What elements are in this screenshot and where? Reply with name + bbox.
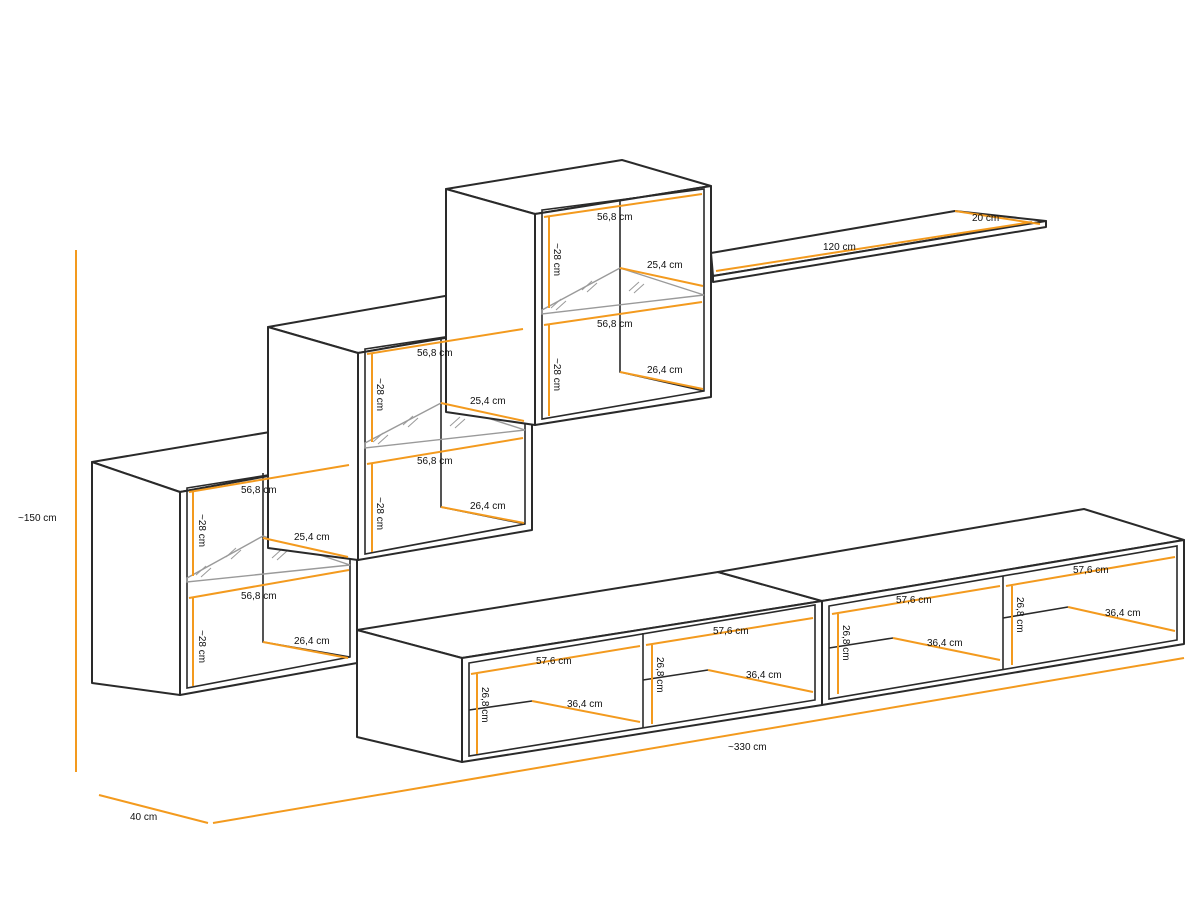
dim-line-depth [98, 794, 209, 824]
dim-line-cab1-mid-width [188, 569, 350, 599]
dim-line-cab1-glass-depth [262, 537, 349, 558]
dim-line-shelf-width [715, 221, 1033, 272]
label-depth: 40 cm [130, 812, 157, 823]
label-tv1-b-depth: 36,4 cm [746, 670, 782, 681]
tv-unit-left-opening [468, 604, 816, 757]
dim-line-cab1-bottom-depth [262, 641, 349, 659]
label-tv2-a-width: 57,6 cm [896, 595, 932, 606]
cabinet-left-side [91, 461, 181, 696]
label-width-total: ~330 cm [728, 742, 767, 753]
dim-line-cab3-top-width [543, 193, 703, 218]
tv-unit-right [717, 508, 1185, 706]
label-cab2-top-width: 56,8 cm [417, 348, 453, 359]
label-cab3-bottom-height: ~28 cm [551, 358, 562, 391]
dim-line-cab1-top-width [188, 464, 350, 493]
dim-line-cab2-glass-depth [440, 402, 525, 422]
cabinet-top-glass-shelf [541, 267, 705, 315]
dim-line-tv1-a-depth [531, 700, 641, 723]
label-cab2-glass-depth: 25,4 cm [470, 396, 506, 407]
label-cab3-top-width: 56,8 cm [597, 212, 633, 223]
label-cab3-top-height: ~28 cm [551, 243, 562, 276]
dim-line-width-total [212, 657, 1185, 824]
tv-unit-right-inner-a [828, 637, 894, 649]
dim-line-cab3-mid-width [543, 301, 703, 326]
label-cab2-mid-width: 56,8 cm [417, 456, 453, 467]
label-cab1-glass-depth: 25,4 cm [294, 532, 330, 543]
dim-line-tv1-b-width [645, 617, 814, 646]
label-height-total: ~150 cm [18, 513, 57, 524]
dim-line-cab2-mid-width [366, 437, 524, 465]
label-cab1-bottom-depth: 26,4 cm [294, 636, 330, 647]
dim-line-cab3-bottom-depth [619, 371, 704, 390]
dimension-labels: ~150 cm 40 cm ~330 cm 120 cm 20 cm 56,8 … [18, 212, 1141, 823]
label-shelf-depth: 20 cm [972, 213, 999, 224]
label-cab3-mid-width: 56,8 cm [597, 319, 633, 330]
label-cab3-glass-depth: 25,4 cm [647, 260, 683, 271]
dim-line-tv2-a-depth [892, 637, 1001, 661]
cabinet-left-glass-shelf [186, 535, 351, 583]
label-cab2-bottom-height: ~28 cm [374, 497, 385, 530]
label-tv1-b-height: 26,8 cm [654, 657, 665, 693]
dim-line-tv2-b-depth [1067, 606, 1176, 632]
tv-unit-left-inner-a [468, 700, 533, 711]
cabinet-middle-side [267, 326, 359, 561]
dim-line-cab2-top-width [366, 328, 524, 355]
label-tv1-a-depth: 36,4 cm [567, 699, 603, 710]
label-cab1-mid-width: 56,8 cm [241, 591, 277, 602]
dim-line-tv1-a-width [470, 645, 641, 675]
cabinet-top-glass-hatch [550, 280, 645, 311]
label-tv1-a-height: 26,8 cm [479, 687, 490, 723]
tv-unit-left-inner-b [642, 669, 709, 681]
dim-line-tv2-b-width [1005, 556, 1176, 587]
dim-line-shelf-depth [954, 210, 1041, 225]
tv-unit-right-opening [828, 545, 1178, 700]
label-cab1-top-height: ~28 cm [196, 514, 207, 547]
label-tv2-b-depth: 36,4 cm [1105, 608, 1141, 619]
wall-cabinet-top [445, 159, 712, 426]
label-cab3-bottom-depth: 26,4 cm [647, 365, 683, 376]
tv-unit-left [356, 571, 823, 763]
label-tv2-b-height: 26,8 cm [1014, 597, 1025, 633]
label-tv2-a-depth: 36,4 cm [927, 638, 963, 649]
label-tv1-a-width: 57,6 cm [536, 656, 572, 667]
dim-line-cab3-glass-depth [619, 267, 704, 287]
dim-line-tv1-b-depth [707, 669, 814, 693]
label-cab1-bottom-height: ~28 cm [196, 630, 207, 663]
cabinet-middle-glass-shelf [364, 402, 526, 449]
label-tv2-a-height: 26,8 cm [840, 625, 851, 661]
label-tv1-b-width: 57,6 cm [713, 626, 749, 637]
wall-shelf-edge [712, 220, 1047, 283]
label-shelf-width: 120 cm [823, 242, 856, 253]
dimension-lines [75, 193, 1185, 824]
label-tv2-b-width: 57,6 cm [1073, 565, 1109, 576]
label-cab1-top-width: 56,8 cm [241, 485, 277, 496]
cabinet-top-side [445, 188, 536, 426]
label-cab2-top-height: ~28 cm [374, 378, 385, 411]
dim-line-tv2-a-width [831, 585, 1001, 615]
cabinet-middle-glass-hatch [372, 415, 466, 445]
tv-unit-right-inner-b [1002, 606, 1069, 619]
dim-line-cab2-bottom-depth [440, 506, 525, 524]
label-cab2-bottom-depth: 26,4 cm [470, 501, 506, 512]
